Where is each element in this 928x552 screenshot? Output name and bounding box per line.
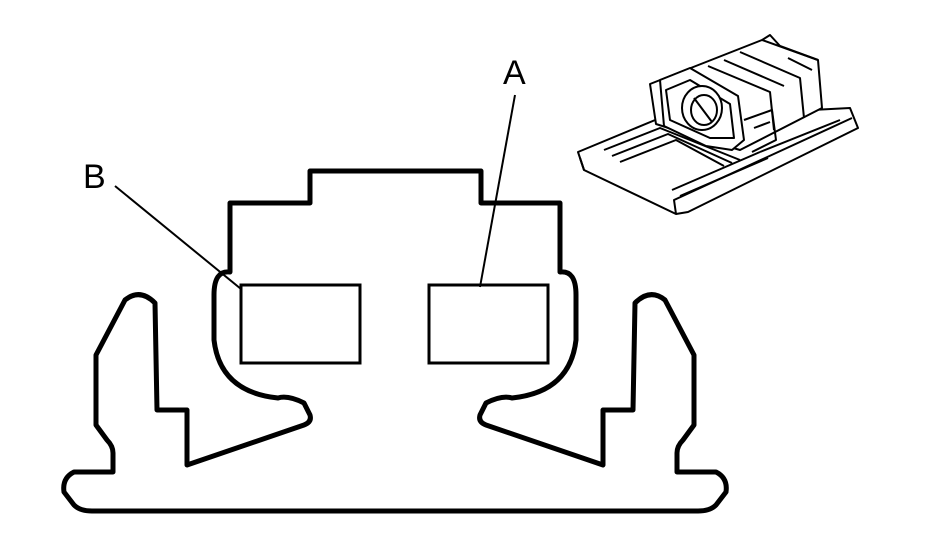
callout-leader-b [114, 185, 242, 290]
terminal-cavity-a [427, 283, 550, 365]
terminal-cavity-b [239, 283, 362, 365]
connector-face-outline [61, 168, 729, 514]
callout-leader-a [479, 94, 516, 288]
callout-label-b: B [83, 158, 106, 196]
callout-label-a: A [503, 54, 526, 92]
connector-isometric-view [577, 34, 859, 215]
